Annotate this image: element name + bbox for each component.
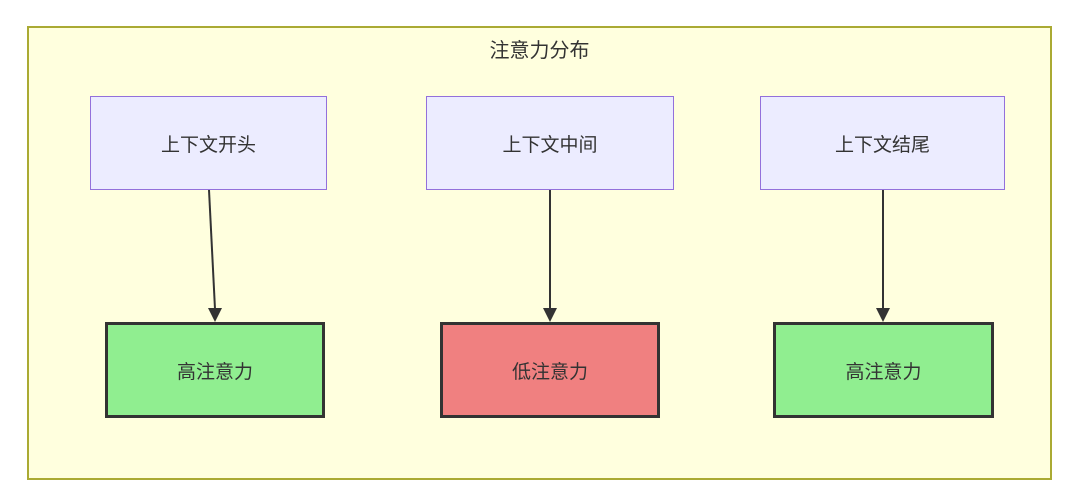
node-context-beginning-label: 上下文开头: [160, 134, 256, 156]
arrow-middle-to-low: [543, 190, 557, 322]
node-high-attention-2: 高注意力: [773, 322, 994, 418]
cluster-title: 注意力分布: [489, 40, 590, 62]
arrow-begin-to-high: [208, 189, 222, 322]
node-high-attention-2-label: 高注意力: [845, 361, 922, 383]
node-low-attention-label: 低注意力: [511, 361, 588, 383]
attention-distribution-cluster: 注意力分布 上下文开头 上下文中间 上下文结尾: [27, 26, 1052, 480]
node-context-middle: 上下文中间: [426, 96, 674, 190]
node-context-end-label: 上下文结尾: [834, 134, 930, 156]
node-low-attention: 低注意力: [440, 322, 660, 418]
arrow-end-to-high: [876, 190, 890, 322]
node-high-attention-1-label: 高注意力: [176, 361, 253, 383]
node-context-beginning: 上下文开头: [90, 96, 327, 190]
node-high-attention-1: 高注意力: [105, 322, 325, 418]
node-context-end: 上下文结尾: [760, 96, 1005, 190]
node-context-middle-label: 上下文中间: [502, 134, 598, 156]
